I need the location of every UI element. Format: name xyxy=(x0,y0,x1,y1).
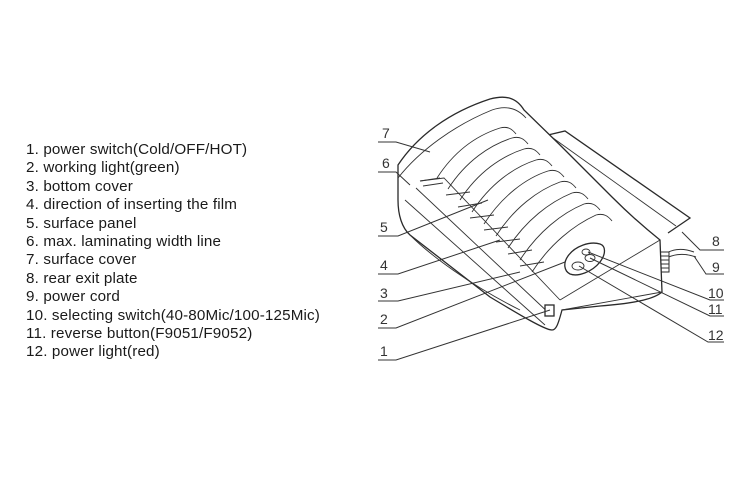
callout-4: 4 xyxy=(380,257,388,273)
callout-3: 3 xyxy=(380,285,388,301)
control-panel xyxy=(564,242,606,276)
callout-8: 8 xyxy=(712,233,720,249)
legend-item-3: 3. bottom cover xyxy=(26,177,133,195)
legend-item-6: 6. max. laminating width line xyxy=(26,233,222,251)
legend-item-2: 2. working light(green) xyxy=(26,159,180,177)
callout-7: 7 xyxy=(382,125,390,141)
callout-12: 12 xyxy=(708,327,724,343)
rear-exit-plate xyxy=(547,130,692,234)
legend-item-8: 8. rear exit plate xyxy=(26,269,138,287)
callout-11: 11 xyxy=(708,301,723,317)
legend-item-10: 10. selecting switch(40-80Mic/100-125Mic… xyxy=(26,306,320,324)
leader-lines xyxy=(378,141,724,361)
callout-6: 6 xyxy=(382,155,390,171)
callout-numbers: 7 6 5 4 3 2 1 8 9 10 11 12 xyxy=(380,125,724,359)
callout-5: 5 xyxy=(380,219,388,235)
power-cord xyxy=(659,248,697,273)
callout-10: 10 xyxy=(708,285,724,301)
legend-item-7: 7. surface cover xyxy=(26,251,137,269)
legend-item-12: 12. power light(red) xyxy=(26,343,160,361)
surface-ribs xyxy=(436,126,613,273)
legend-item-11: 11. reverse button(F9051/F9052) xyxy=(26,325,253,343)
legend-item-1: 1. power switch(Cold/OFF/HOT) xyxy=(26,141,248,158)
callout-2: 2 xyxy=(380,311,388,327)
reverse-button-icon xyxy=(584,254,596,262)
parts-legend: 1. power switch(Cold/OFF/HOT) 2. working… xyxy=(26,141,386,362)
legend-item-4: 4. direction of inserting the film xyxy=(26,196,238,214)
laminator-body xyxy=(397,96,663,331)
legend-item-5: 5. surface panel xyxy=(26,214,137,232)
selecting-switch-icon xyxy=(581,248,591,256)
callout-9: 9 xyxy=(712,259,720,275)
legend-item-9: 9. power cord xyxy=(26,288,120,306)
callout-1: 1 xyxy=(380,343,388,359)
power-light-icon xyxy=(571,261,585,271)
